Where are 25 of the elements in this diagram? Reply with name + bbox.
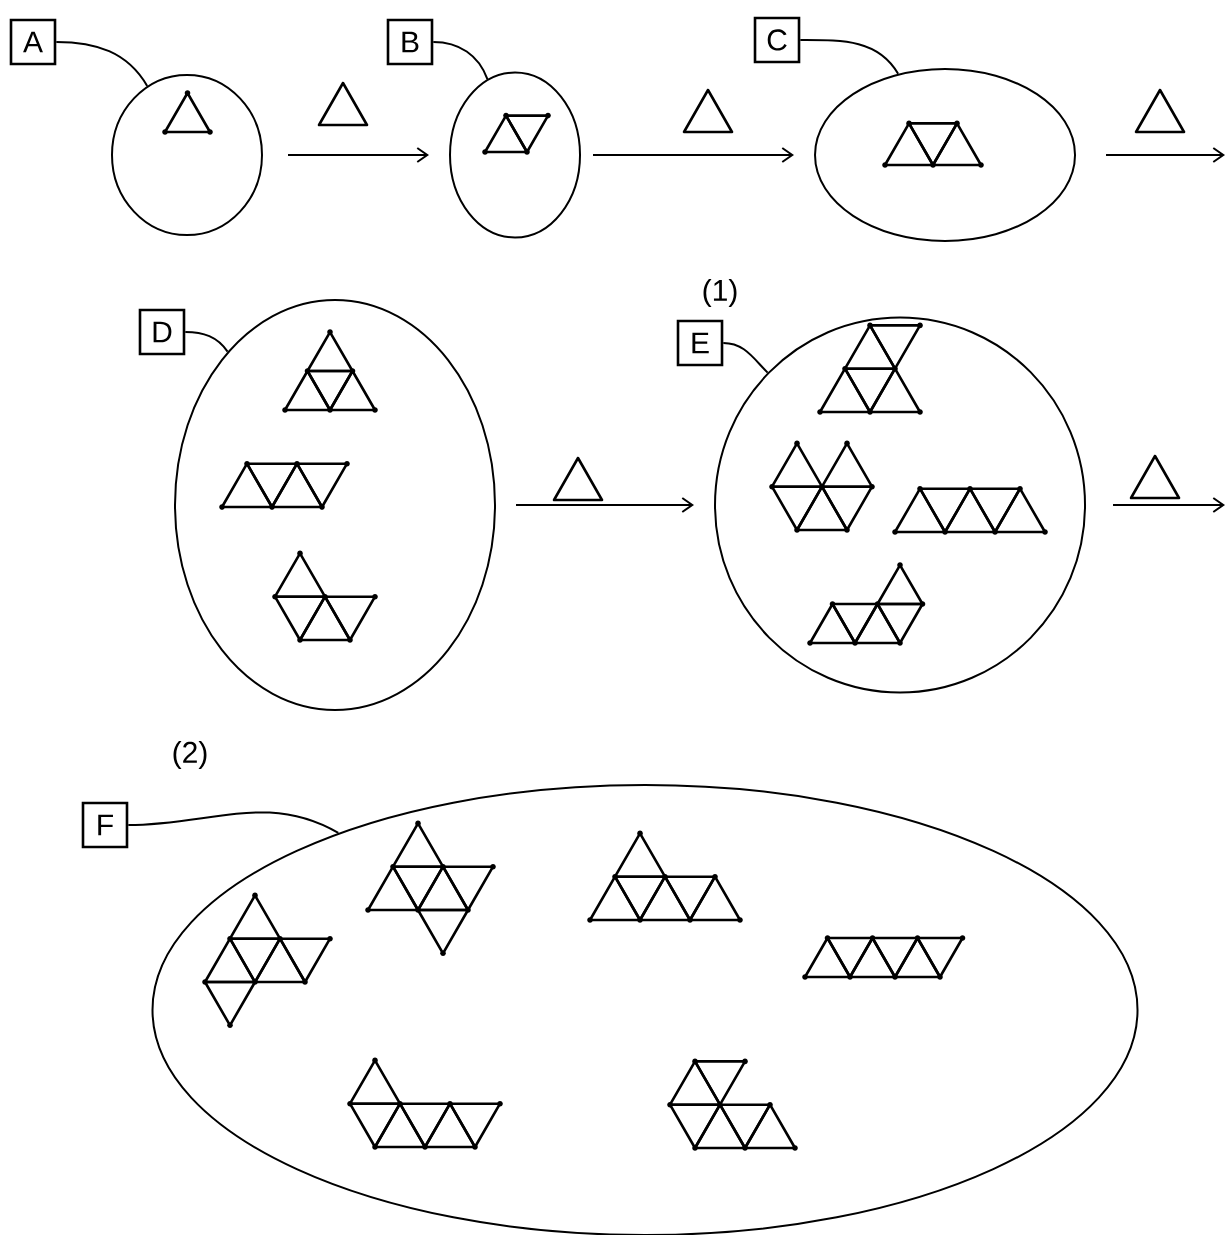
step-number: (1) [703,279,737,307]
oval-region [111,74,263,236]
leader-line [127,811,340,834]
oval-region [174,299,496,711]
arrow [1112,497,1226,513]
oval-region [151,784,1139,1235]
leader-line [432,41,489,81]
arrow [287,147,429,163]
leader-line [799,39,900,75]
label-box: A [9,18,57,66]
leader-line [722,342,769,374]
leader-line [184,331,229,353]
arrow [592,147,794,163]
arrow [515,497,694,513]
oval-region [449,71,581,239]
oval-region [714,316,1086,694]
step-number: (2) [173,741,207,769]
label-box: D [138,308,186,356]
label-box: C [753,16,801,64]
arrow [1105,147,1226,163]
oval-region [814,68,1076,242]
label-box: E [676,319,724,367]
leader-line [55,41,149,87]
label-box: F [81,801,129,849]
label-box: B [386,18,434,66]
